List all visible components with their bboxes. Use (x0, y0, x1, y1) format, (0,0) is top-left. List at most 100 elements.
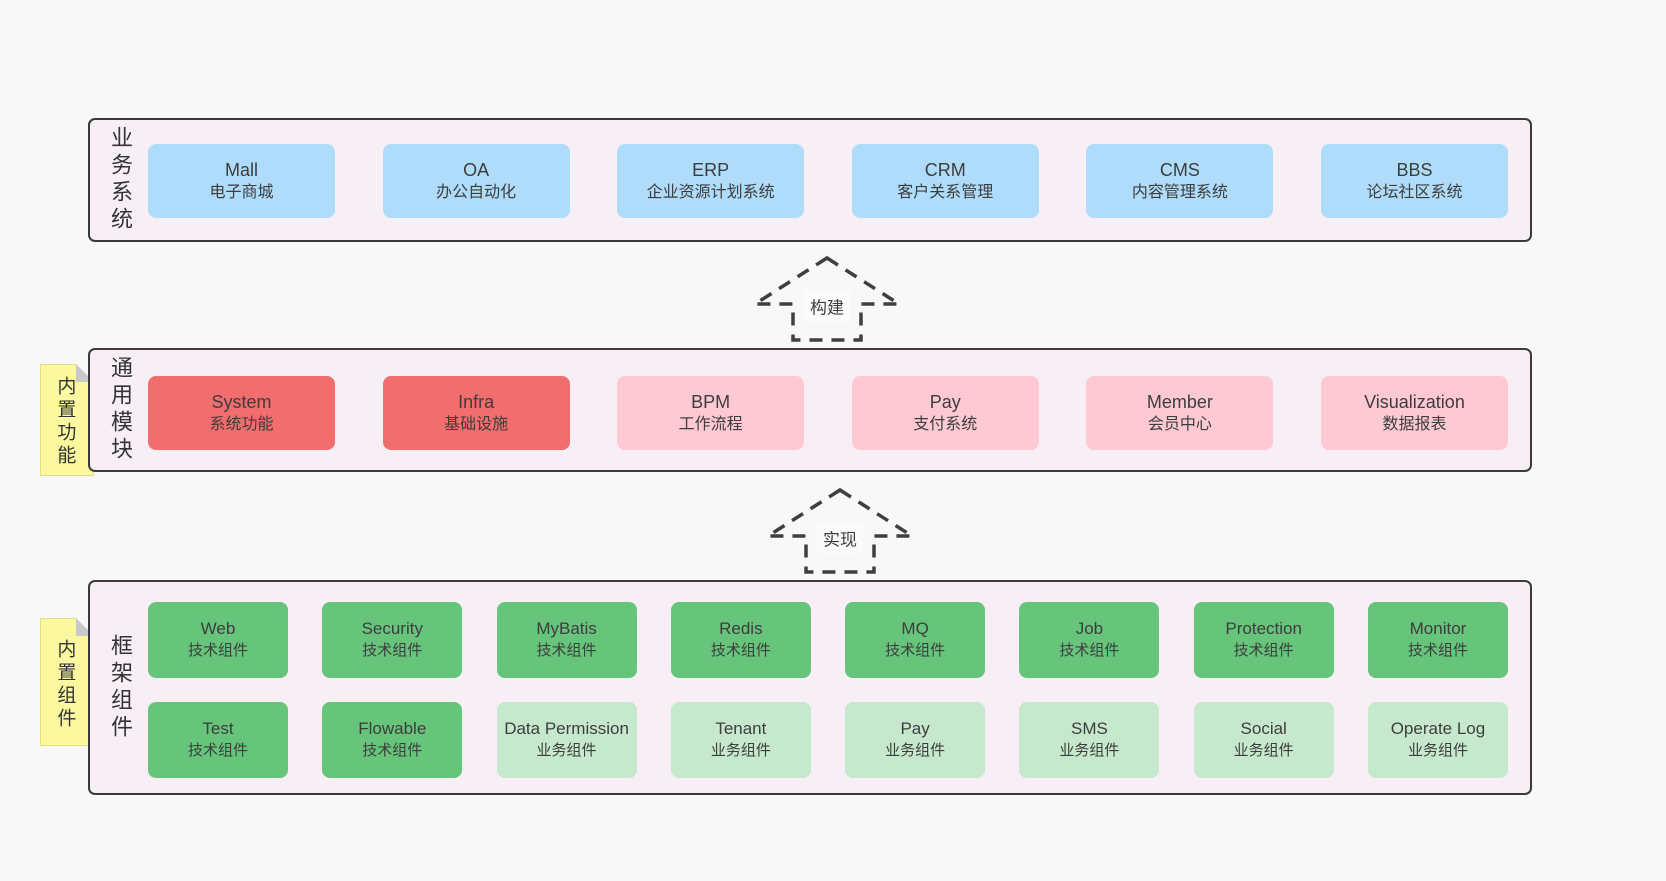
box-subtitle: 技术组件 (1059, 642, 1120, 660)
box-subtitle: 技术组件 (1233, 642, 1294, 660)
box-mq: MQ 技术组件 (845, 602, 986, 678)
sticky-note-builtin-components: 内置组件 (40, 618, 94, 746)
box-bbs: BBS 论坛社区系统 (1320, 144, 1508, 218)
box-subtitle: 技术组件 (187, 642, 248, 660)
build-arrow: 构建 (752, 255, 902, 343)
box-job: Job 技术组件 (1019, 602, 1160, 678)
box-subtitle: 业务组件 (1407, 742, 1468, 760)
box-crm: CRM 客户关系管理 (851, 144, 1039, 218)
box-title: MQ (901, 619, 929, 639)
box-mall: Mall 电子商城 (148, 144, 335, 218)
box-erp: ERP 企业资源计划系统 (617, 144, 805, 218)
box-pay-component: Pay 业务组件 (845, 702, 986, 778)
box-subtitle: 企业资源计划系统 (646, 184, 775, 202)
sticky-note-label: 内置功能 (54, 376, 76, 469)
box-title: Redis (719, 619, 763, 639)
box-title: MyBatis (536, 619, 597, 639)
box-subtitle: 技术组件 (362, 642, 423, 660)
box-member: Member 会员中心 (1086, 376, 1274, 450)
layer-label-framework: 框架组件 (108, 633, 133, 742)
box-title: Member (1146, 392, 1213, 413)
sticky-note-builtin-features: 内置功能 (40, 364, 94, 476)
box-title: Test (202, 719, 234, 739)
box-subtitle: 会员中心 (1147, 416, 1212, 434)
box-title: Monitor (1409, 619, 1467, 639)
framework-box-row-2: Test 技术组件 Flowable 技术组件 Data Permission … (148, 702, 1508, 778)
box-web: Web 技术组件 (148, 602, 288, 678)
box-title: Mall (224, 160, 258, 181)
box-cms: CMS 内容管理系统 (1086, 144, 1274, 218)
box-title: OA (463, 160, 490, 181)
box-title: Pay (900, 719, 930, 739)
box-tenant: Tenant 业务组件 (670, 702, 811, 778)
box-infra: Infra 基础设施 (382, 376, 570, 450)
box-monitor: Monitor 技术组件 (1367, 602, 1508, 678)
box-subtitle: 论坛社区系统 (1366, 184, 1463, 202)
box-subtitle: 业务组件 (710, 742, 771, 760)
box-title: Data Permission (504, 719, 629, 739)
box-test: Test 技术组件 (148, 702, 288, 778)
common-modules-layer: 通用模块 System 系统功能 Infra 基础设施 BPM 工作流程 Pay… (88, 348, 1532, 472)
box-subtitle: 内容管理系统 (1131, 184, 1228, 202)
box-title: Social (1240, 719, 1287, 739)
box-title: Protection (1225, 619, 1302, 639)
box-redis: Redis 技术组件 (670, 602, 811, 678)
box-subtitle: 技术组件 (710, 642, 771, 660)
box-title: Pay (929, 392, 961, 413)
box-title: SMS (1070, 719, 1108, 739)
box-operate-log: Operate Log 业务组件 (1367, 702, 1508, 778)
implement-arrow-label: 实现 (817, 522, 863, 554)
box-subtitle: 工作流程 (678, 416, 743, 434)
box-subtitle: 办公自动化 (436, 184, 517, 202)
box-title: ERP (692, 160, 730, 181)
box-title: System (211, 392, 272, 413)
build-arrow-label: 构建 (804, 290, 850, 322)
box-title: Security (361, 619, 423, 639)
up-arrow-icon (752, 255, 902, 342)
box-title: BBS (1396, 160, 1433, 181)
box-title: CMS (1159, 160, 1200, 181)
box-title: Infra (458, 392, 495, 413)
box-subtitle: 支付系统 (913, 416, 978, 434)
box-flowable: Flowable 技术组件 (322, 702, 463, 778)
box-mybatis: MyBatis 技术组件 (496, 602, 637, 678)
box-oa: OA 办公自动化 (382, 144, 570, 218)
box-security: Security 技术组件 (322, 602, 463, 678)
box-visualization: Visualization 数据报表 (1320, 376, 1508, 450)
modules-box-row: System 系统功能 Infra 基础设施 BPM 工作流程 Pay 支付系统… (148, 376, 1508, 450)
box-subtitle: 客户关系管理 (897, 184, 994, 202)
box-subtitle: 数据报表 (1382, 416, 1447, 434)
box-protection: Protection 技术组件 (1193, 602, 1334, 678)
box-subtitle: 业务组件 (1233, 742, 1294, 760)
box-subtitle: 技术组件 (536, 642, 597, 660)
layer-label-business: 业务系统 (108, 126, 133, 234)
implement-arrow: 实现 (765, 487, 915, 575)
box-pay-module: Pay 支付系统 (851, 376, 1039, 450)
box-sms: SMS 业务组件 (1019, 702, 1160, 778)
box-subtitle: 电子商城 (209, 184, 274, 202)
layer-label-modules: 通用模块 (108, 356, 133, 464)
box-data-permission: Data Permission 业务组件 (496, 702, 637, 778)
box-title: Flowable (358, 719, 427, 739)
box-subtitle: 业务组件 (885, 742, 946, 760)
box-bpm: BPM 工作流程 (617, 376, 805, 450)
box-subtitle: 系统功能 (209, 416, 274, 434)
framework-box-row-1: Web 技术组件 Security 技术组件 MyBatis 技术组件 Redi… (148, 602, 1508, 678)
box-title: Visualization (1364, 392, 1465, 413)
box-social: Social 业务组件 (1193, 702, 1334, 778)
box-subtitle: 技术组件 (187, 742, 248, 760)
box-title: Job (1075, 619, 1104, 639)
business-systems-layer: 业务系统 Mall 电子商城 OA 办公自动化 ERP 企业资源计划系统 CRM… (88, 118, 1532, 242)
box-subtitle: 技术组件 (362, 742, 423, 760)
box-system: System 系统功能 (148, 376, 335, 450)
up-arrow-icon (765, 487, 915, 574)
box-title: Web (200, 619, 236, 639)
framework-components-layer: 框架组件 Web 技术组件 Security 技术组件 MyBatis 技术组件… (88, 580, 1532, 795)
box-subtitle: 业务组件 (536, 742, 597, 760)
box-subtitle: 技术组件 (1407, 642, 1468, 660)
box-title: BPM (691, 392, 731, 413)
box-subtitle: 业务组件 (1059, 742, 1120, 760)
business-box-row: Mall 电子商城 OA 办公自动化 ERP 企业资源计划系统 CRM 客户关系… (148, 144, 1508, 218)
sticky-note-label: 内置组件 (54, 638, 76, 731)
box-title: Operate Log (1390, 719, 1486, 739)
